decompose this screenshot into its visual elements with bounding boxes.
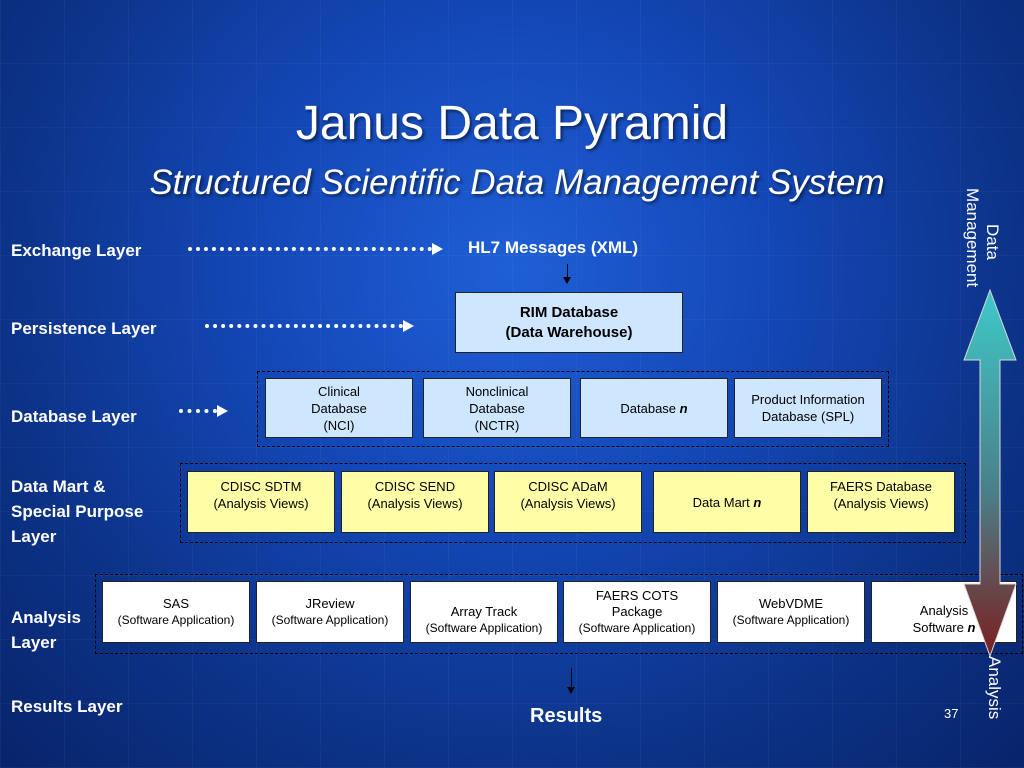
database-arrow-head xyxy=(217,405,228,417)
page-title: Janus Data Pyramid xyxy=(295,97,729,150)
database-layer-label: Database Layer xyxy=(11,407,137,426)
results-label: Results xyxy=(530,705,603,727)
hl7-down-line xyxy=(567,264,568,278)
results-down-line xyxy=(571,668,572,688)
jreview-box: JReview (Software Application) xyxy=(256,581,404,643)
hl7-messages-label: HL7 Messages (XML) xyxy=(468,238,639,257)
webvdme-box: WebVDME (Software Application) xyxy=(717,581,865,643)
exchange-layer-label: Exchange Layer xyxy=(11,241,142,260)
cdisc-send-box: CDISC SEND (Analysis Views) xyxy=(341,471,489,533)
faers-cots-package-box: FAERS COTS Package (Software Application… xyxy=(563,581,711,643)
results-layer-label: Results Layer xyxy=(11,697,123,716)
analysis-side-label: Analysis xyxy=(985,656,1004,720)
datamart-layer-label: Data Mart & Special Purpose Layer xyxy=(11,477,144,546)
page-number: 37 xyxy=(944,706,959,721)
array-track-box: Array Track (Software Application) xyxy=(410,581,558,643)
analysis-layer-label: Analysis Layer xyxy=(11,608,81,652)
nonclinical-database-box: Nonclinical Database (NCTR) xyxy=(423,378,571,438)
datamart-layer-group xyxy=(180,463,966,543)
results-down-arrow xyxy=(567,687,575,694)
hl7-down-arrow xyxy=(563,277,571,284)
data-management-analysis-arrow xyxy=(963,288,1017,658)
database-layer-group xyxy=(257,371,889,447)
product-information-database-box: Product Information Database (SPL) xyxy=(734,378,882,438)
page-subtitle: Structured Scientific Data Management Sy… xyxy=(149,163,885,202)
data-mart-n-box: Data Mart n xyxy=(653,471,801,533)
exchange-dotted-line xyxy=(188,247,432,251)
database-n-box: Database n xyxy=(580,378,728,438)
rim-database-box: RIM Database (Data Warehouse) xyxy=(455,292,683,353)
sas-box: SAS (Software Application) xyxy=(102,581,250,643)
database-dotted-line xyxy=(179,409,217,413)
persistence-layer-label: Persistence Layer xyxy=(11,319,157,338)
clinical-database-box: Clinical Database (NCI) xyxy=(265,378,413,438)
faers-database-box: FAERS Database (Analysis Views) xyxy=(807,471,955,533)
data-management-label: Data Management xyxy=(963,188,1002,288)
persistence-dotted-line xyxy=(205,324,403,328)
cdisc-sdtm-box: CDISC SDTM (Analysis Views) xyxy=(187,471,335,533)
exchange-arrow-head xyxy=(432,243,443,255)
analysis-layer-group xyxy=(95,574,1023,654)
persistence-arrow-head xyxy=(403,320,414,332)
cdisc-adam-box: CDISC ADaM (Analysis Views) xyxy=(494,471,642,533)
